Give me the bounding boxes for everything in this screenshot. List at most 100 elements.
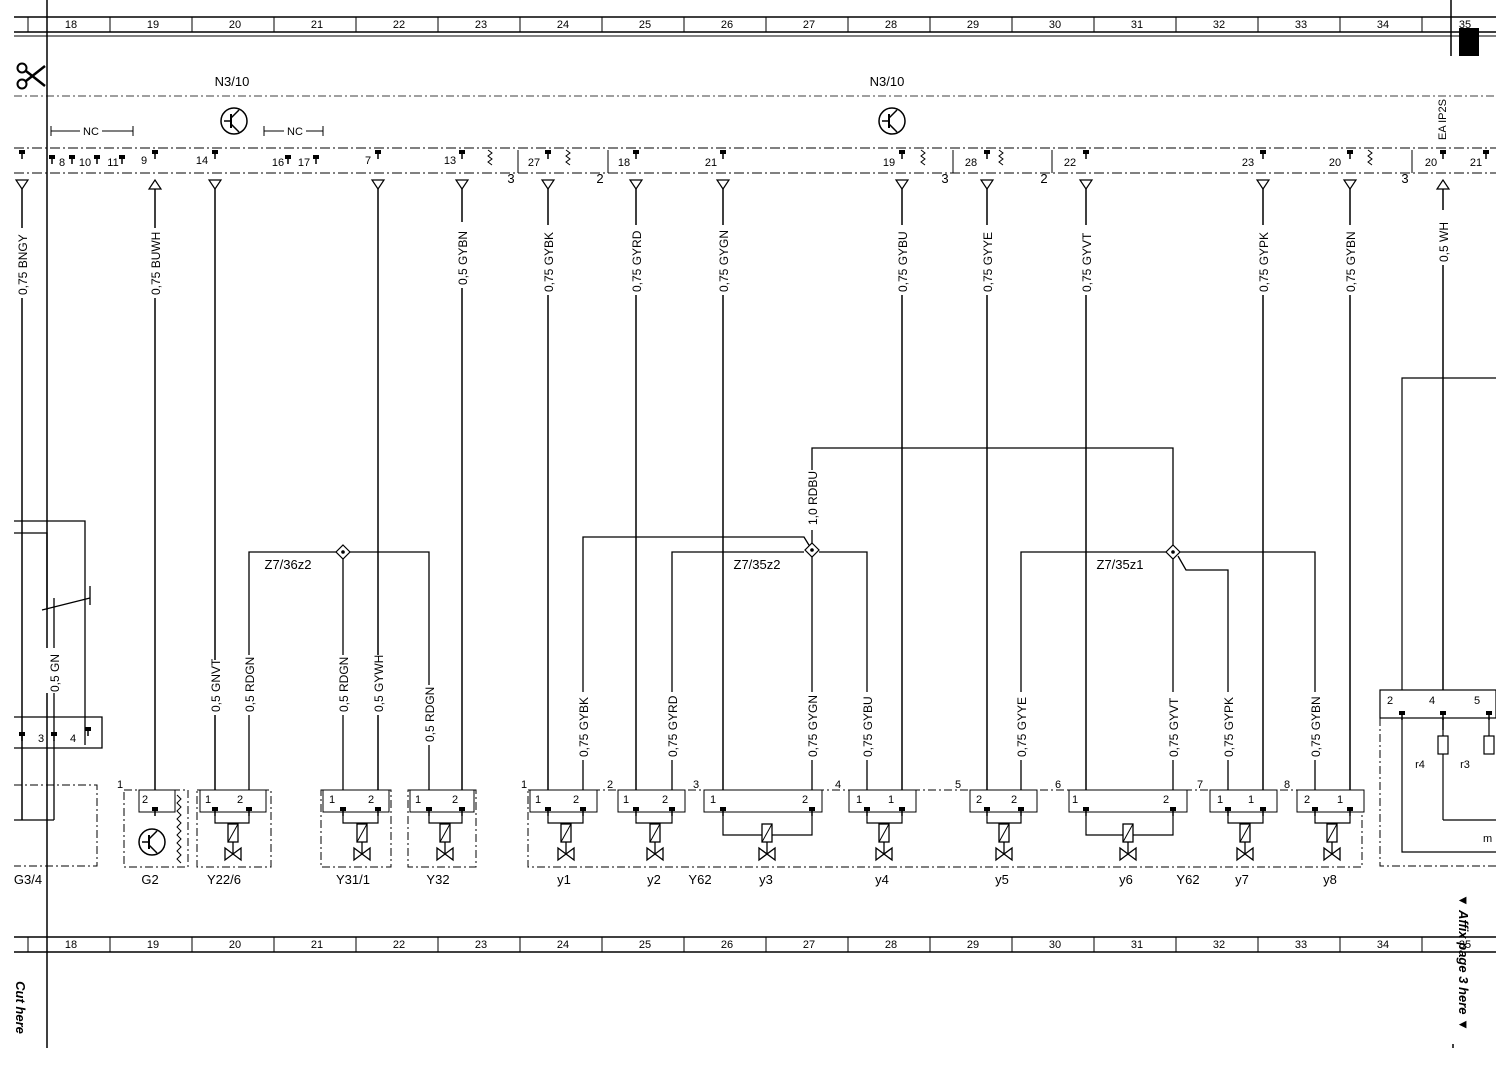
wire-label: 0,75 GYBK	[542, 232, 556, 292]
slot-number: 8	[1284, 779, 1290, 791]
grid-label: 24	[557, 939, 569, 951]
pin-number: 10	[79, 157, 91, 169]
resistor-label: r3	[1460, 759, 1470, 771]
pin-number: 1	[710, 794, 716, 806]
nc-bracket: NC	[50, 124, 134, 138]
grid-label: 34	[1377, 939, 1389, 951]
grid-label: 32	[1213, 19, 1225, 31]
wire-label: 0,75 GYPK	[1222, 697, 1236, 757]
wire-label: 0,75 GYBN	[1344, 231, 1358, 292]
solenoid-valve-icon	[557, 823, 575, 861]
pin-number: 4	[1429, 695, 1435, 707]
grid-label: 24	[557, 19, 569, 31]
top-grid: 18 19 20 21 22 23 24 25 26 27 28 29 30 3…	[14, 16, 1496, 33]
grid-label: 29	[967, 19, 979, 31]
pin-number: 20	[1425, 157, 1437, 169]
wire-label: 0,5 GN	[48, 654, 62, 692]
pin-number: 1	[1337, 794, 1343, 806]
wire-label: 0,5 RDGN	[337, 657, 351, 712]
ea-label: EA IP2S	[1437, 99, 1449, 140]
pin-number: 21	[1470, 157, 1482, 169]
splice-wiring	[248, 447, 1316, 795]
solenoid-valve-icon	[995, 823, 1013, 861]
grid-label: 33	[1295, 19, 1307, 31]
solenoid-valve-icon	[1119, 823, 1137, 861]
pin-number: 1	[623, 794, 629, 806]
grid-label: 20	[229, 19, 241, 31]
wire-label: 0,75 GYYE	[1015, 697, 1029, 757]
g3-4-component	[14, 520, 103, 867]
wire-label: 0,75 GYPK	[1257, 232, 1271, 292]
pin-number: 16	[272, 157, 284, 169]
resistor-label: r4	[1415, 759, 1425, 771]
pin-number: 2	[452, 794, 458, 806]
pin-number: 1	[205, 794, 211, 806]
slot-number: 1	[117, 779, 123, 791]
pin-number: 1	[535, 794, 541, 806]
wire-label: 0,5 RDGN	[243, 657, 257, 712]
grid-label: 27	[803, 939, 815, 951]
pin-number: 21	[705, 157, 717, 169]
wire-label: 0,75 GYBU	[896, 231, 910, 292]
wire-label: 0,75 GYRD	[666, 695, 680, 757]
grid-label: 30	[1049, 939, 1061, 951]
pin-number: 1	[1248, 794, 1254, 806]
slot-number: 4	[835, 779, 841, 791]
pin-number: 3	[38, 733, 44, 745]
component-label: Y32	[426, 872, 449, 887]
partial-label: m	[1483, 833, 1492, 845]
connector-pin	[84, 726, 92, 737]
wire-label: 0,75 BUWH	[149, 232, 163, 295]
pin-number: 2	[1163, 794, 1169, 806]
nc-bracket: NC	[263, 124, 324, 138]
component-label: y6	[1119, 872, 1133, 887]
pin-number: 13	[444, 155, 456, 167]
grid-label: 18	[65, 939, 77, 951]
grid-label: 25	[639, 19, 651, 31]
solenoid-valve-icon	[875, 823, 893, 861]
grid-label: 18	[65, 19, 77, 31]
component-label: y7	[1235, 872, 1249, 887]
solenoid-valve-icon	[758, 823, 776, 861]
grid-label: 23	[475, 19, 487, 31]
wire-label: 0,75 GYVT	[1080, 232, 1094, 292]
grid-label: 22	[393, 19, 405, 31]
cut-here-text: Cut here	[12, 981, 28, 1034]
pin-number: 1	[1072, 794, 1078, 806]
nc-label: NC	[287, 126, 303, 138]
resistor-icon	[487, 149, 1373, 166]
module-boundary	[14, 95, 1496, 174]
solenoid-valve-icon	[1323, 823, 1341, 861]
wire-label: 0,5 GNVT	[209, 658, 223, 712]
wire-label: 0,75 GYBK	[577, 697, 591, 757]
wire-label: 0,5 GYWH	[372, 655, 386, 712]
module-pins	[18, 149, 1490, 165]
wire-label: 0,5 WH	[1437, 222, 1451, 262]
pin-number: 2	[142, 794, 148, 806]
grid-label: 30	[1049, 19, 1061, 31]
pin-number: 1	[329, 794, 335, 806]
solenoid-valve-icon	[646, 823, 664, 861]
g2-sensor	[138, 794, 182, 864]
grid-label: 34	[1377, 19, 1389, 31]
slot-number: 6	[1055, 779, 1061, 791]
slot-number: 7	[1197, 779, 1203, 791]
component-label: y4	[875, 872, 889, 887]
grid-label: 28	[885, 19, 897, 31]
pin-number: 1	[1217, 794, 1223, 806]
signal-arrows	[15, 179, 1450, 190]
component-label: y2	[647, 872, 661, 887]
component-label: y1	[557, 872, 571, 887]
affix-page-text: ▼ Affix page 3 here ▼	[1456, 894, 1471, 1031]
solenoid-valve-icon	[353, 823, 371, 861]
component-label: Y22/6	[207, 872, 241, 887]
pin-number: 1	[856, 794, 862, 806]
bus-wire-label: 1,0 RDBU	[806, 471, 820, 525]
pin-number: 18	[618, 157, 630, 169]
group-number: 3	[507, 171, 514, 186]
slot-number: 2	[607, 779, 613, 791]
pin-number: 22	[1064, 157, 1076, 169]
grid-label: 31	[1131, 19, 1143, 31]
component-label: Y62	[688, 872, 711, 887]
grid-label: 19	[147, 939, 159, 951]
